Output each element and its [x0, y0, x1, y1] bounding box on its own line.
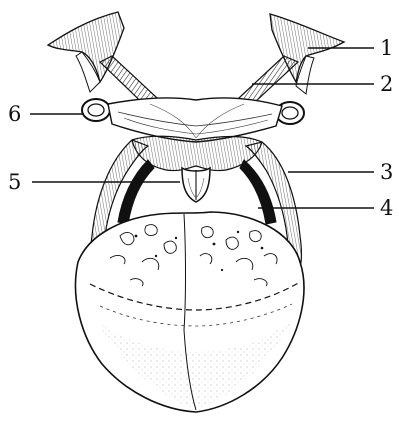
callout-label-6: 6 [8, 102, 21, 126]
left-hamulus [82, 99, 110, 121]
callout-label-4: 4 [380, 196, 393, 220]
tongue [75, 212, 303, 412]
left-upper-muscle [48, 12, 124, 92]
callout-label-3: 3 [380, 160, 393, 184]
callout-label-1: 1 [380, 36, 393, 60]
uvula [182, 168, 210, 202]
callout-label-2: 2 [380, 72, 393, 96]
right-upper-muscle [270, 14, 344, 94]
callout-label-5: 5 [8, 170, 21, 194]
palatine-aponeurosis [108, 98, 282, 142]
